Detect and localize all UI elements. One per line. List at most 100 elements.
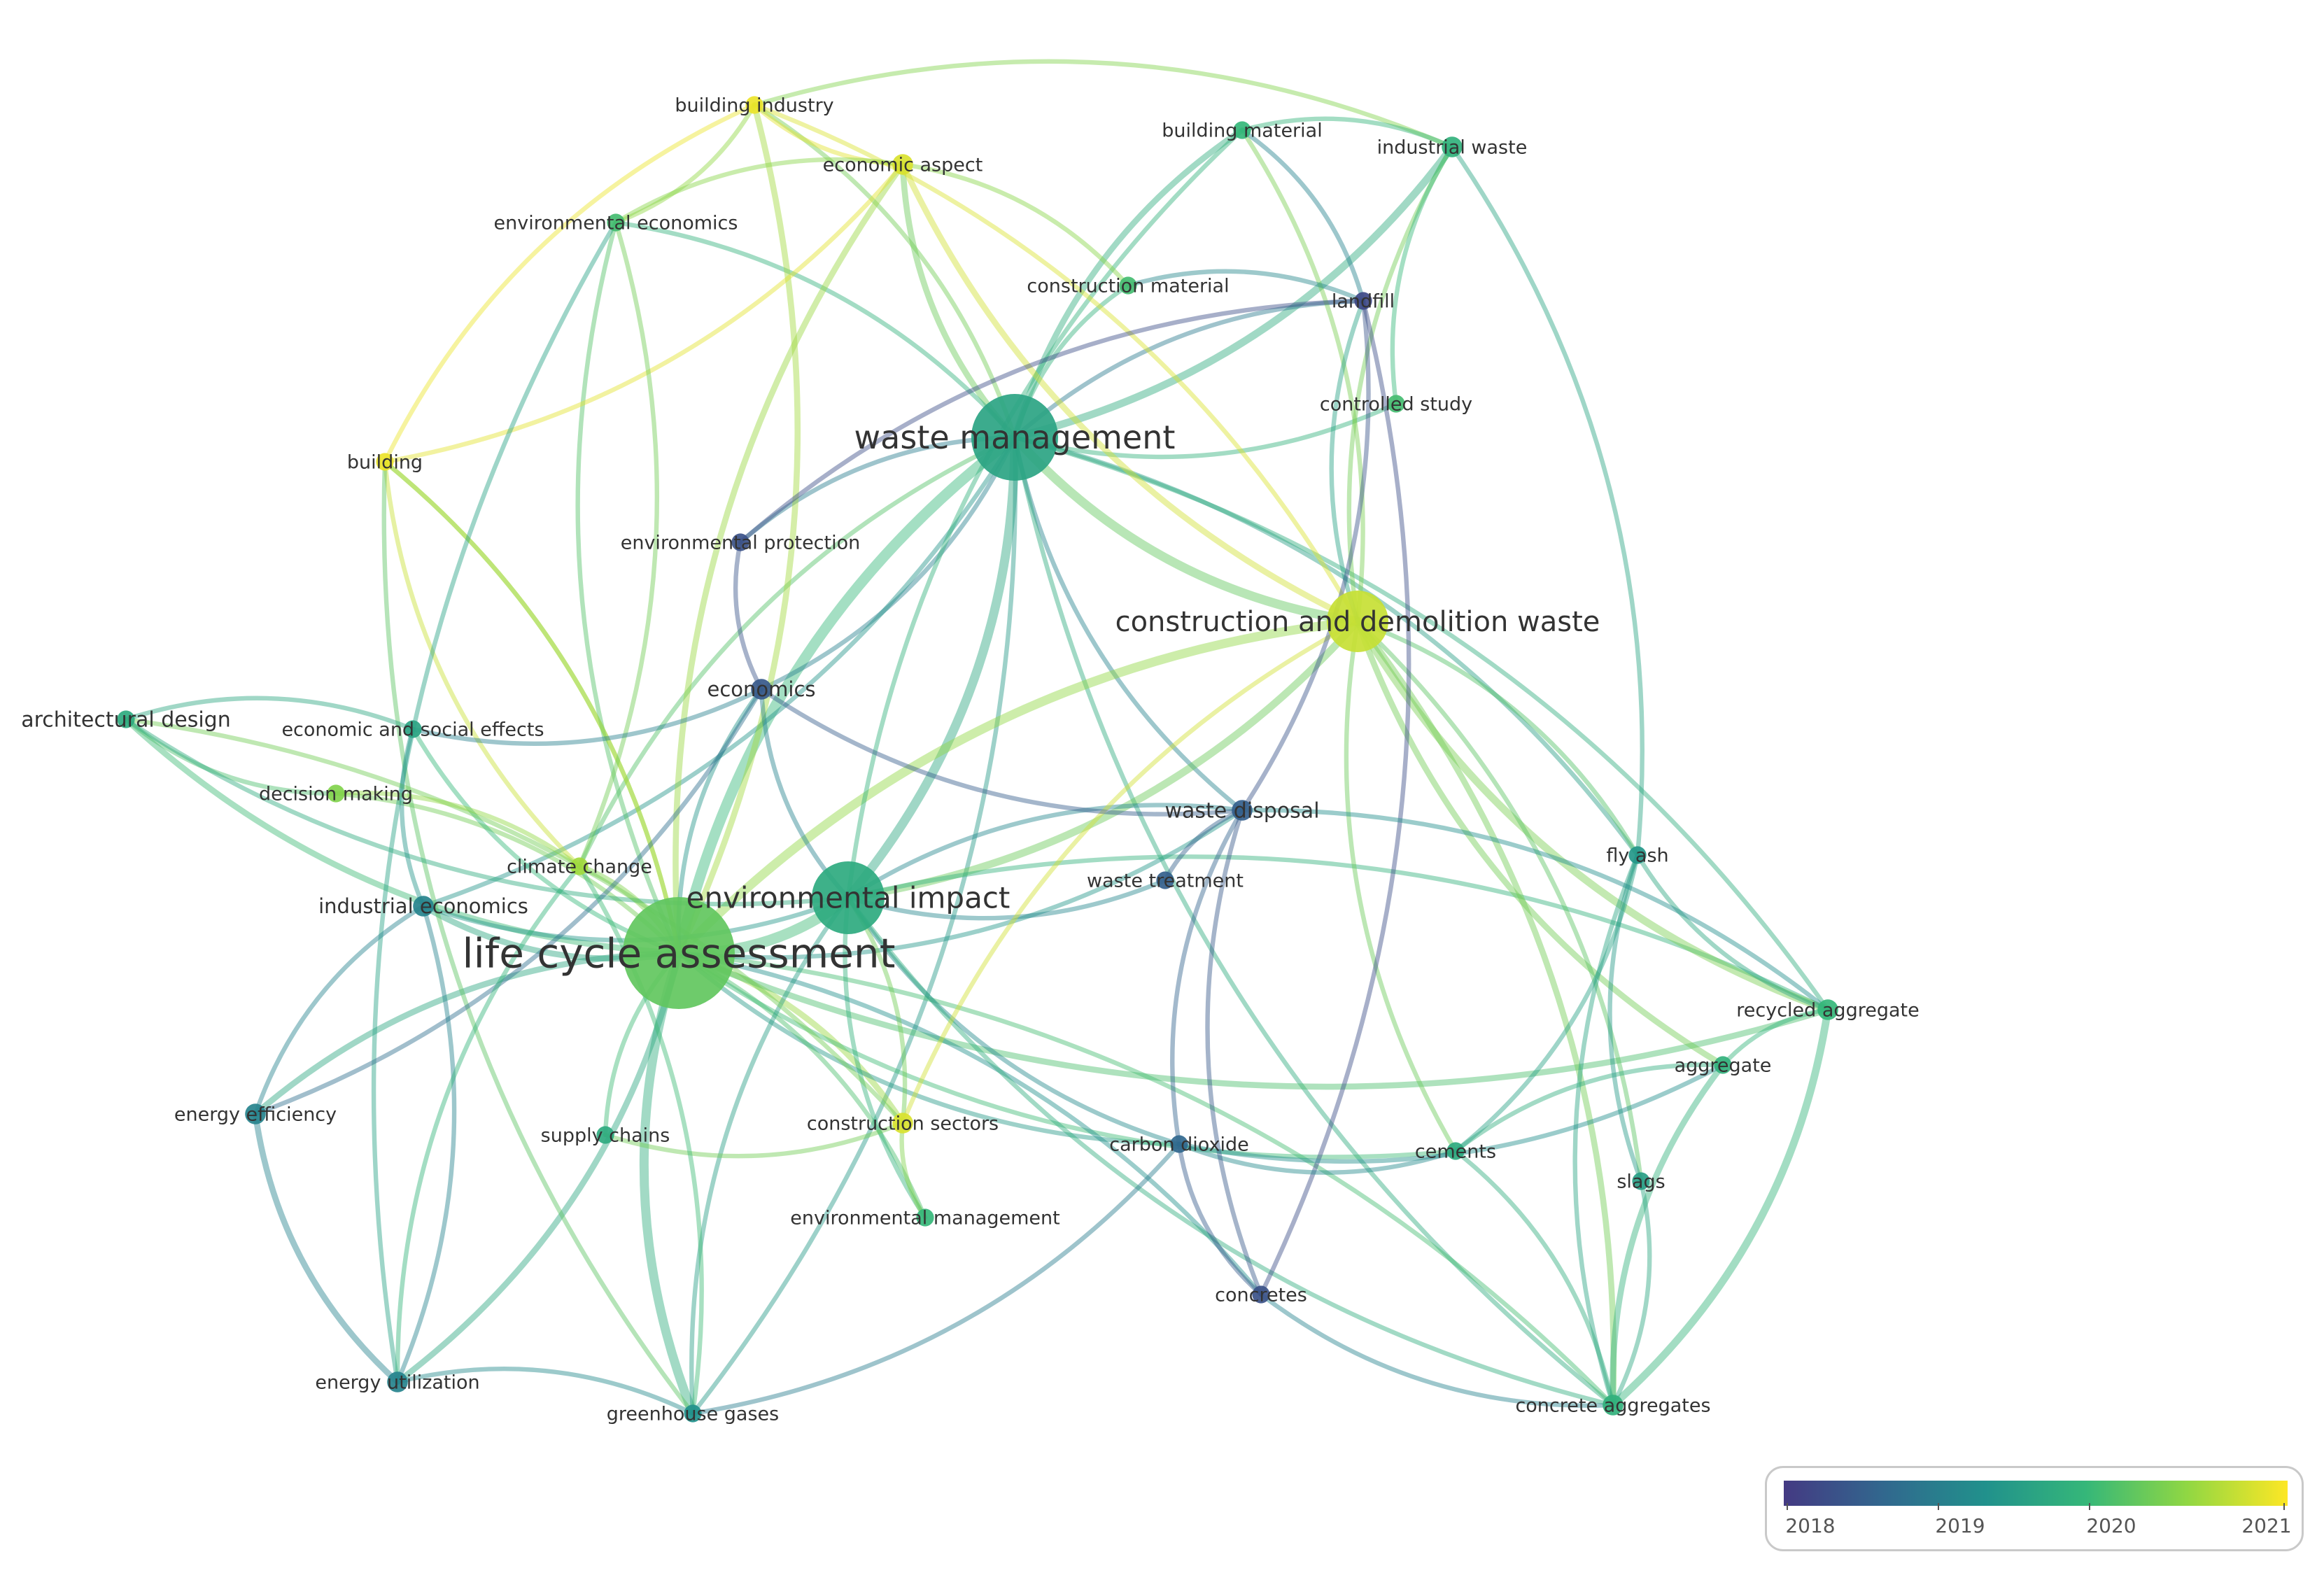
edge-environmental-impact--environmental-management [843, 895, 928, 1220]
edge-building--climate-change [382, 459, 582, 869]
node-label-building[interactable]: building [347, 451, 423, 473]
node-slags[interactable] [1632, 1172, 1650, 1190]
node-waste-management[interactable] [971, 394, 1058, 481]
edge-industrial-waste--fly-ash [1449, 144, 1645, 858]
node-environmental-protection[interactable] [731, 533, 749, 551]
node-label-environmental-economics[interactable]: environmental economics [494, 212, 738, 234]
node-label-slags[interactable]: slags [1617, 1171, 1665, 1192]
edge-waste-management--waste-disposal [1012, 435, 1245, 813]
node-label-environmental-impact[interactable]: environmental impact [686, 881, 1010, 915]
node-landfill[interactable] [1354, 292, 1372, 310]
node-label-waste-treatment[interactable]: waste treatment [1087, 870, 1244, 891]
edge-building-industry--industrial-waste [752, 59, 1455, 150]
node-industrial-economics[interactable] [413, 896, 434, 917]
node-building-industry[interactable] [745, 96, 763, 114]
edge-energy-efficiency--economics [253, 686, 764, 1117]
node-economic-aspect[interactable] [892, 154, 913, 175]
node-construction-and-demolition-waste[interactable] [1327, 591, 1388, 652]
edge-life-cycle-assessment--construction-and-demolition-waste [674, 616, 1362, 958]
node-building-material[interactable] [1233, 121, 1251, 139]
node-supply-chains[interactable] [596, 1126, 614, 1144]
edge-recycled-aggregate--aggregate [1720, 1007, 1831, 1068]
node-energy-efficiency[interactable] [245, 1103, 266, 1124]
node-label-fly-ash[interactable]: fly ash [1606, 845, 1668, 866]
edge-construction-material--economic-aspect [900, 162, 1131, 288]
node-label-aggregate[interactable]: aggregate [1675, 1054, 1772, 1076]
edge-construction-and-demolition-waste--building-industry [752, 102, 1360, 624]
node-controlled-study[interactable] [1387, 395, 1405, 413]
edge-economic-aspect--environmental-economics [613, 157, 906, 225]
node-energy-utilization[interactable] [387, 1371, 408, 1392]
node-label-decision-making[interactable]: decision making [259, 783, 413, 805]
node-label-construction-sectors[interactable]: construction sectors [807, 1113, 999, 1134]
node-building[interactable] [376, 453, 394, 471]
node-label-construction-and-demolition-waste[interactable]: construction and demolition waste [1115, 606, 1600, 638]
node-label-supply-chains[interactable]: supply chains [541, 1124, 670, 1146]
node-label-greenhouse-gases[interactable]: greenhouse gases [607, 1403, 779, 1425]
node-label-controlled-study[interactable]: controlled study [1320, 393, 1472, 415]
node-environmental-impact[interactable] [812, 861, 885, 934]
edge-energy-efficiency--energy-utilization [252, 1110, 401, 1385]
node-environmental-management[interactable] [916, 1208, 934, 1227]
edge-economic-and-social-effects--industrial-economics [399, 726, 426, 909]
node-fly-ash[interactable] [1628, 846, 1647, 864]
node-construction-material[interactable] [1119, 276, 1137, 295]
legend-tick [2283, 1503, 2285, 1510]
edge-aggregate--cements [1453, 1062, 1726, 1154]
node-concretes[interactable] [1252, 1285, 1270, 1304]
node-aggregate[interactable] [1714, 1056, 1732, 1074]
node-economic-and-social-effects[interactable] [404, 720, 422, 738]
edge-waste-management--construction-and-demolition-waste [1010, 432, 1362, 626]
node-label-industrial-economics[interactable]: industrial economics [318, 894, 528, 918]
node-economics[interactable] [751, 679, 772, 700]
node-cements[interactable] [1446, 1142, 1465, 1160]
node-label-carbon-dioxide[interactable]: carbon dioxide [1109, 1134, 1248, 1155]
edge-concrete-aggregates--concretes [1258, 1292, 1616, 1408]
node-label-cements[interactable]: cements [1415, 1141, 1496, 1162]
node-label-economics[interactable]: economics [707, 677, 815, 701]
node-label-recycled-aggregate[interactable]: recycled aggregate [1736, 999, 1919, 1021]
node-label-building-industry[interactable]: building industry [675, 94, 833, 116]
node-environmental-economics[interactable] [607, 213, 625, 232]
node-label-landfill[interactable]: landfill [1332, 290, 1395, 312]
node-waste-disposal[interactable] [1232, 800, 1253, 821]
node-label-economic-aspect[interactable]: economic aspect [823, 154, 983, 176]
edge-construction-and-demolition-waste--fly-ash [1355, 619, 1640, 858]
node-label-waste-disposal[interactable]: waste disposal [1164, 799, 1319, 824]
edge-building-industry--environmental-economics [613, 102, 757, 225]
node-label-industrial-waste[interactable]: industrial waste [1377, 136, 1528, 158]
edge-waste-management--climate-change [577, 435, 1017, 869]
node-life-cycle-assessment[interactable] [623, 897, 735, 1009]
node-label-energy-utilization[interactable]: energy utilization [315, 1371, 479, 1393]
edge-fly-ash--cements [1453, 852, 1640, 1154]
edge-environmental-management--construction-sectors [899, 1120, 928, 1220]
node-label-life-cycle-assessment[interactable]: life cycle assessment [463, 929, 896, 977]
node-label-energy-efficiency[interactable]: energy efficiency [174, 1103, 337, 1125]
node-carbon-dioxide[interactable] [1170, 1135, 1188, 1153]
node-label-environmental-management[interactable]: environmental management [790, 1207, 1059, 1229]
node-label-architectural-design[interactable]: architectural design [21, 708, 231, 733]
edge-energy-efficiency--industrial-economics [253, 903, 426, 1117]
node-concrete-aggregates[interactable] [1603, 1395, 1624, 1416]
node-decision-making[interactable] [327, 784, 345, 803]
edge-landfill--waste-disposal [1239, 298, 1371, 813]
edge-construction-and-demolition-waste--cements [1344, 619, 1458, 1154]
edge-life-cycle-assessment--building-industry [675, 101, 801, 957]
node-label-waste-management[interactable]: waste management [854, 418, 1176, 456]
node-label-construction-material[interactable]: construction material [1027, 275, 1229, 297]
node-industrial-waste[interactable] [1442, 136, 1463, 157]
node-label-building-material[interactable]: building material [1162, 120, 1322, 141]
node-recycled-aggregate[interactable] [1817, 999, 1838, 1020]
node-greenhouse-gases[interactable] [684, 1404, 702, 1423]
node-label-climate-change[interactable]: climate change [507, 856, 652, 877]
node-label-environmental-protection[interactable]: environmental protection [621, 532, 861, 553]
node-architectural-design[interactable] [117, 710, 135, 728]
node-label-concrete-aggregates[interactable]: concrete aggregates [1515, 1395, 1710, 1416]
edge-energy-utilization--greenhouse-gases [395, 1367, 696, 1416]
node-climate-change[interactable] [570, 857, 589, 875]
node-waste-treatment[interactable] [1156, 871, 1174, 889]
node-construction-sectors[interactable] [892, 1113, 913, 1134]
node-label-economic-and-social-effects[interactable]: economic and social effects [281, 719, 544, 740]
node-label-concretes[interactable]: concretes [1215, 1284, 1307, 1306]
